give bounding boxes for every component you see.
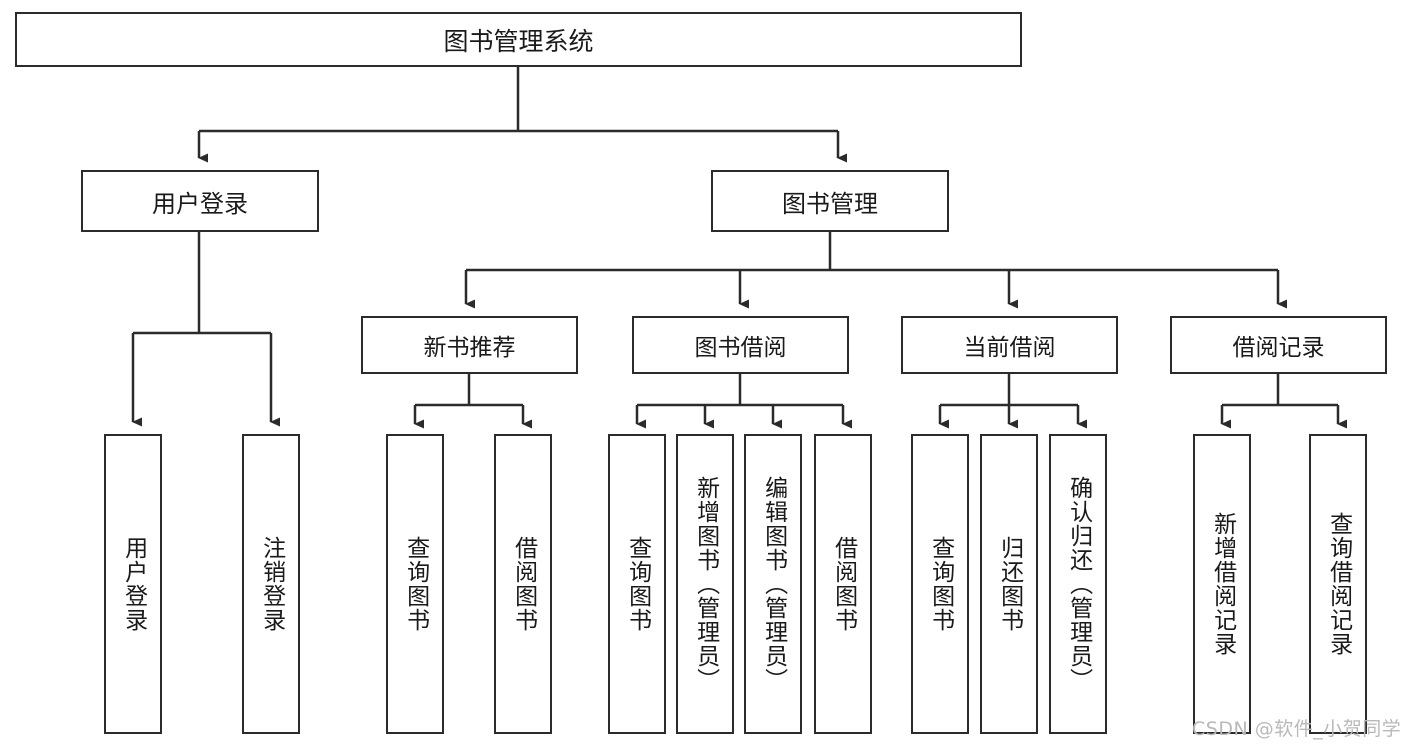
- leaf-label: 归还图书: [996, 536, 1023, 632]
- leaf-label: 查询借阅记录: [1325, 512, 1352, 656]
- node-book-borrow[interactable]: 图书借阅: [632, 316, 849, 374]
- leaf-label: 借阅图书: [830, 536, 857, 632]
- node-new-book-recommend[interactable]: 新书推荐: [361, 316, 578, 374]
- node-label: 图书管理系统: [443, 26, 594, 56]
- leaf-borrow-book[interactable]: 借阅图书: [814, 434, 872, 734]
- leaf-label: 借阅图书: [510, 536, 537, 632]
- leaf-confirm-return-admin[interactable]: 确认归还（管理员）: [1049, 434, 1107, 734]
- node-label: 借阅记录: [1232, 335, 1325, 361]
- leaf-edit-book-admin[interactable]: 编辑图书（管理员）: [744, 434, 802, 734]
- leaf-label: 编辑图书（管理员）: [760, 476, 787, 692]
- node-label: 新书推荐: [423, 335, 516, 361]
- node-user-login[interactable]: 用户登录: [81, 170, 319, 232]
- leaf-label: 新增图书（管理员）: [692, 476, 719, 692]
- leaf-query-book-recommend[interactable]: 查询图书: [386, 434, 444, 734]
- leaf-add-borrow-record[interactable]: 新增借阅记录: [1193, 434, 1251, 734]
- node-label: 当前借阅: [963, 335, 1056, 361]
- watermark-text: CSDN @软件_小贺同学: [1192, 718, 1402, 740]
- node-label: 图书借阅: [694, 335, 787, 361]
- leaf-label: 确认归还（管理员）: [1065, 476, 1092, 692]
- leaf-label: 查询图书: [927, 536, 954, 632]
- node-book-management[interactable]: 图书管理: [711, 170, 949, 232]
- leaf-label: 查询图书: [402, 536, 429, 632]
- leaf-query-book-borrow[interactable]: 查询图书: [608, 434, 666, 734]
- leaf-borrow-book-recommend[interactable]: 借阅图书: [494, 434, 552, 734]
- leaf-logout-login[interactable]: 注销登录: [242, 434, 300, 734]
- leaf-label: 用户登录: [120, 536, 147, 632]
- leaf-label: 注销登录: [258, 536, 285, 632]
- node-label: 用户登录: [152, 189, 248, 218]
- leaf-label: 查询图书: [624, 536, 651, 632]
- node-label: 图书管理: [782, 189, 878, 218]
- node-current-borrow[interactable]: 当前借阅: [901, 316, 1118, 374]
- leaf-add-book-admin[interactable]: 新增图书（管理员）: [676, 434, 734, 734]
- node-borrow-record[interactable]: 借阅记录: [1170, 316, 1387, 374]
- leaf-return-book[interactable]: 归还图书: [980, 434, 1038, 734]
- leaf-query-borrow-record[interactable]: 查询借阅记录: [1309, 434, 1367, 734]
- leaf-user-login[interactable]: 用户登录: [104, 434, 162, 734]
- leaf-query-book-current[interactable]: 查询图书: [911, 434, 969, 734]
- leaf-label: 新增借阅记录: [1209, 512, 1236, 656]
- node-root-system[interactable]: 图书管理系统: [15, 12, 1022, 67]
